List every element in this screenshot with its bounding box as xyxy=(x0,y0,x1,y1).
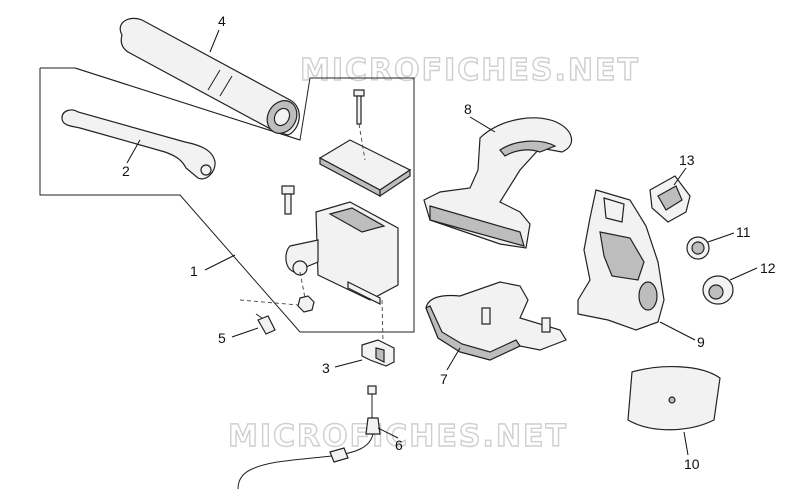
callout-3: 3 xyxy=(322,360,330,376)
part-brake-lever[interactable] xyxy=(61,109,216,180)
part-button-11[interactable] xyxy=(686,236,710,260)
callout-12: 12 xyxy=(760,260,776,276)
callout-11: 11 xyxy=(736,224,751,240)
callout-8: 8 xyxy=(464,101,472,117)
callout-4: 4 xyxy=(218,13,226,29)
dashline-nut xyxy=(299,271,306,299)
part-upper-housing[interactable] xyxy=(423,117,573,249)
part-bolt xyxy=(281,185,295,215)
callout-7: 7 xyxy=(440,371,448,387)
part-screw xyxy=(353,89,365,125)
grip-box-edge xyxy=(74,67,301,141)
leader-lines xyxy=(126,29,758,456)
callout-13: 13 xyxy=(679,152,695,168)
part-small-switch[interactable] xyxy=(649,175,691,223)
part-switch-housing[interactable] xyxy=(577,189,665,331)
part-master-cylinder xyxy=(285,201,399,305)
callout-9: 9 xyxy=(697,334,705,350)
callout-5: 5 xyxy=(218,330,226,346)
callout-2: 2 xyxy=(122,163,130,179)
part-cover[interactable] xyxy=(627,366,721,431)
part-grip[interactable] xyxy=(119,17,302,138)
part-reservoir-cap xyxy=(318,139,412,198)
part-lower-housing[interactable] xyxy=(425,281,567,361)
dashline-switch xyxy=(239,299,299,306)
watermark-top: MICROFICHES.NET xyxy=(300,53,640,88)
part-cable[interactable] xyxy=(237,385,381,489)
screw-dashline xyxy=(358,123,366,161)
dashline-clamp xyxy=(381,299,384,343)
part-clamp[interactable] xyxy=(361,339,395,367)
callout-1: 1 xyxy=(190,263,198,279)
callout-10: 10 xyxy=(684,456,700,472)
watermark-bottom: MICROFICHES.NET xyxy=(228,419,568,454)
part-knob-12[interactable] xyxy=(702,275,734,305)
callout-6: 6 xyxy=(395,437,403,453)
part-nut xyxy=(297,295,315,313)
part-brake-switch[interactable] xyxy=(255,313,276,335)
